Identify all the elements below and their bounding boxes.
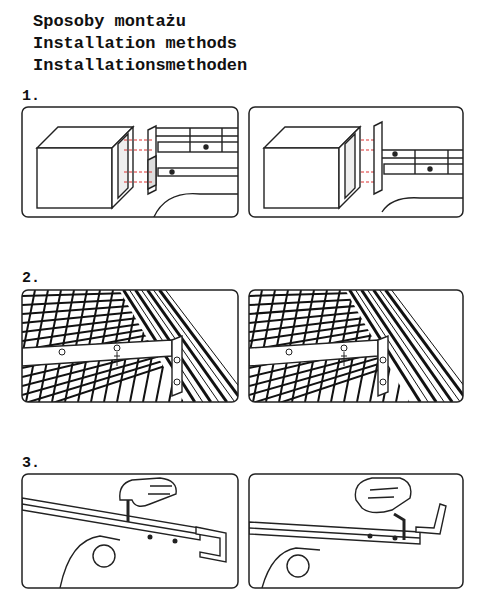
drawing-part — [158, 142, 238, 152]
drawing-part — [380, 290, 461, 402]
drawing-part — [249, 290, 463, 402]
drawing-part — [114, 345, 120, 351]
drawing-part — [378, 336, 388, 396]
drawing-part — [392, 290, 463, 402]
drawing-part — [264, 148, 339, 208]
drawing-part — [156, 127, 238, 128]
drawing-part — [22, 340, 172, 366]
drawing-part — [172, 336, 182, 396]
drawing-part — [341, 352, 347, 366]
drawing-part — [384, 164, 463, 174]
panel-1-left — [37, 126, 238, 217]
drawing-part — [174, 357, 180, 363]
drawing-part — [374, 122, 382, 194]
drawing-part — [368, 534, 372, 538]
drawing-part — [124, 171, 152, 172]
subtitle: Installation methods — [33, 34, 237, 54]
panel-2-right — [249, 290, 463, 402]
drawing-part — [22, 474, 238, 588]
drawing-part — [22, 290, 238, 402]
panel-2-left — [22, 290, 238, 402]
drawing-part — [339, 127, 360, 208]
drawing-part — [262, 548, 320, 588]
drawing-part — [249, 290, 463, 402]
drawing-part — [368, 488, 398, 498]
drawing-part — [22, 107, 238, 217]
drawing-part — [22, 498, 200, 540]
drawing-part — [249, 522, 420, 544]
drawing-part — [148, 126, 156, 194]
drawing-part — [124, 181, 152, 182]
drawing-part — [286, 349, 292, 355]
drawing-part — [166, 290, 238, 402]
drawing-part — [447, 150, 448, 174]
drawing-part — [170, 170, 174, 174]
drawing-part — [156, 135, 238, 136]
drawing-part — [416, 504, 446, 534]
drawing-part — [196, 527, 226, 562]
drawing-part — [26, 290, 48, 402]
step-number: 2. — [22, 270, 40, 287]
panel-frames — [22, 107, 463, 588]
drawing-part — [345, 134, 355, 198]
drawing-part — [249, 340, 378, 366]
title: Sposoby montażu — [33, 12, 186, 32]
drawing-part — [148, 486, 172, 494]
drawing-part — [118, 134, 128, 198]
drawing-part — [37, 148, 112, 208]
step-number: 1. — [22, 88, 40, 105]
drawing-part — [189, 128, 190, 152]
drawing-part — [112, 127, 133, 208]
drawing-part — [204, 145, 208, 149]
drawing-part — [382, 157, 463, 158]
drawing-part — [158, 168, 238, 176]
drawing-part — [393, 152, 397, 156]
drawing-part — [428, 167, 432, 171]
subtitle: Installationsmethoden — [33, 56, 247, 76]
drawing-part — [22, 290, 238, 402]
drawing-part — [374, 290, 453, 402]
drawing-part — [380, 357, 386, 363]
drawing-part — [150, 194, 238, 217]
panel-3-left — [22, 478, 226, 588]
step-number: 3. — [22, 455, 40, 472]
drawing-part — [394, 514, 404, 540]
drawing-part — [93, 545, 115, 567]
drawing-part — [382, 149, 463, 150]
drawing-part — [368, 290, 445, 402]
drawing-part — [249, 474, 463, 588]
drawing-part — [114, 352, 120, 366]
drawing-part — [249, 107, 463, 217]
drawing-part — [124, 139, 152, 140]
drawing-part — [173, 539, 177, 543]
drawing-part — [355, 478, 411, 513]
drawing-part — [59, 349, 65, 355]
drawing-part — [22, 504, 200, 534]
drawing-part — [386, 290, 463, 402]
drawing-part — [148, 535, 152, 539]
drawing-part — [341, 345, 347, 351]
drawing-part — [382, 198, 463, 212]
drawing-part — [120, 478, 176, 506]
drawing-part — [174, 379, 180, 385]
panel-3-right — [249, 478, 446, 588]
drawing-part — [380, 379, 386, 385]
drawing-part — [287, 555, 309, 577]
drawing-part — [60, 536, 120, 588]
drawing-part — [221, 128, 222, 152]
drawing-part — [414, 150, 415, 174]
panel-1-right — [264, 122, 463, 212]
drawing-part — [393, 536, 397, 540]
drawing-part — [124, 149, 152, 150]
